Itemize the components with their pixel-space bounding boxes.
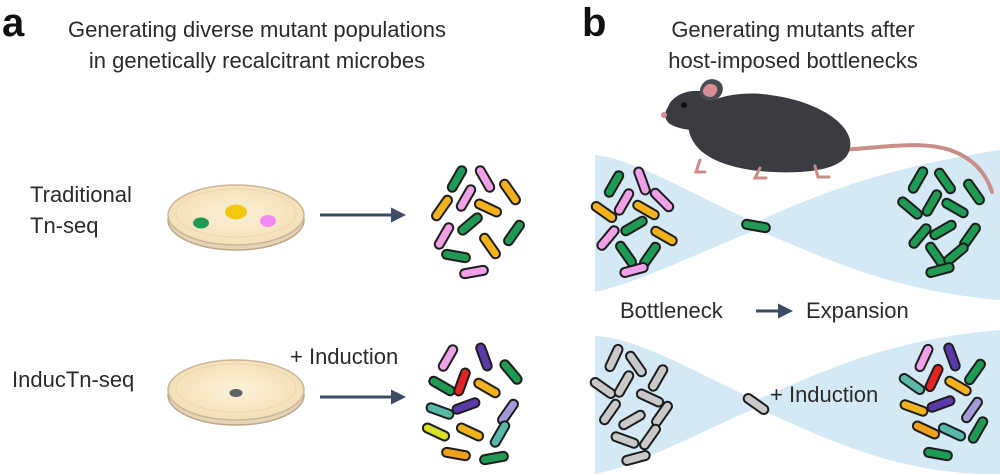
row2-label: InducTn-seq bbox=[12, 367, 134, 392]
row1-label-line2: Tn-seq bbox=[30, 213, 98, 238]
bacterium-rod bbox=[907, 166, 929, 194]
bacterium-rod bbox=[479, 232, 501, 260]
bacterium-rod bbox=[632, 199, 660, 221]
bacterium-rod bbox=[590, 201, 618, 223]
bacterium-rod bbox=[926, 395, 956, 413]
bacterium-rod bbox=[619, 262, 649, 278]
bacterium-rod bbox=[473, 198, 503, 218]
bacterium-rod bbox=[589, 377, 617, 399]
bacterium-rod bbox=[963, 178, 985, 206]
bacterium-rod bbox=[742, 393, 770, 415]
bacterium-rod bbox=[741, 218, 771, 234]
bacterium-rod bbox=[455, 184, 477, 212]
panel-a-letter: a bbox=[2, 1, 25, 45]
row1-label-line1: Traditional bbox=[30, 182, 132, 207]
panel-b-title-line1: Generating mutants after bbox=[671, 17, 914, 42]
bacterium-rod bbox=[613, 188, 635, 216]
bacterium-rod bbox=[610, 431, 640, 449]
bacterium-rod bbox=[604, 343, 624, 373]
pink-colony bbox=[260, 215, 276, 227]
bottleneck-label: Bottleneck bbox=[620, 298, 724, 323]
row2-induction-label: + Induction bbox=[290, 344, 398, 369]
bacterium-rod bbox=[489, 420, 511, 448]
bacterium-rod bbox=[620, 215, 648, 237]
gut-bottleneck-lower bbox=[595, 330, 1000, 474]
bacterium-rod bbox=[914, 343, 934, 373]
bacterium-rod bbox=[650, 225, 678, 247]
mouse-illustration bbox=[661, 79, 994, 194]
mutant-population-inductn bbox=[421, 342, 523, 466]
panel-a-title-line2: in genetically recalcitrant microbes bbox=[89, 48, 425, 73]
bacterium-rod bbox=[944, 375, 972, 397]
bacterium-rod bbox=[503, 219, 525, 247]
bacterium-rod bbox=[446, 165, 468, 193]
yellow-colony bbox=[225, 204, 247, 220]
panel-b-induction-label: + Induction bbox=[770, 382, 878, 407]
bacterium-rod bbox=[459, 264, 489, 280]
bacterium-rod bbox=[457, 212, 483, 236]
bacterium-rod bbox=[923, 446, 953, 462]
bacterium-rod bbox=[633, 166, 651, 196]
bacterium-rod bbox=[596, 225, 620, 251]
bacterium-rod bbox=[599, 398, 621, 426]
bacterium-rod bbox=[603, 170, 625, 198]
bacterium-rod bbox=[499, 178, 521, 206]
bacterium-rod bbox=[639, 423, 661, 451]
bacterium-rod bbox=[499, 359, 523, 385]
post-expansion-population bbox=[897, 166, 985, 278]
expansion-label: Expansion bbox=[806, 298, 909, 323]
bacterium-rod bbox=[908, 223, 932, 249]
bacterium-rod bbox=[618, 409, 646, 431]
bacterium-rod bbox=[934, 167, 956, 195]
bacterium-rod bbox=[475, 342, 493, 372]
bacterium-rod bbox=[441, 248, 471, 264]
bacterium-rod bbox=[967, 416, 989, 444]
pre-bottleneck-population-induction bbox=[589, 343, 770, 466]
bacterium-rod bbox=[897, 196, 923, 220]
bacterium-rod bbox=[929, 219, 957, 241]
petri-dish-traditional bbox=[167, 184, 305, 251]
bacterium-rod bbox=[921, 189, 943, 217]
bacterium-rod bbox=[621, 450, 651, 466]
bacterium-rod bbox=[647, 364, 669, 392]
bacterium-rod bbox=[441, 446, 471, 462]
panel-b-letter: b bbox=[582, 1, 606, 45]
panel-b-title-line2: host-imposed bottlenecks bbox=[668, 48, 917, 73]
mutant-population-traditional bbox=[431, 165, 525, 280]
bacterium-rod bbox=[428, 375, 456, 397]
bacterium-rod bbox=[625, 350, 647, 378]
pre-bottleneck-population bbox=[590, 166, 771, 278]
bacterium-rod bbox=[479, 450, 509, 466]
bacterium-rod bbox=[425, 402, 455, 420]
bacterium-rod bbox=[898, 373, 926, 395]
post-expansion-population-induction bbox=[898, 342, 989, 462]
bacterium-rod bbox=[941, 197, 969, 219]
bacterium-rod bbox=[473, 377, 501, 399]
bacterium-rod bbox=[925, 262, 955, 278]
bacterium-rod bbox=[453, 367, 471, 397]
bacterium-rod bbox=[899, 399, 929, 417]
bacterium-rod bbox=[613, 370, 635, 398]
bacterium-rod bbox=[421, 422, 451, 442]
green-colony bbox=[193, 217, 209, 229]
bacterium-rod bbox=[437, 344, 459, 372]
gut-bottleneck-upper bbox=[595, 150, 1000, 300]
bacterium-rod bbox=[474, 165, 496, 193]
bacterium-rod bbox=[451, 397, 481, 415]
bacterium-rod bbox=[937, 422, 967, 442]
bacterium-rod bbox=[455, 422, 485, 442]
bacterium-rod bbox=[433, 222, 455, 250]
petri-dish-inductn bbox=[167, 359, 305, 426]
bacterium-rod bbox=[961, 396, 983, 424]
panel-a-title-line1: Generating diverse mutant populations bbox=[68, 17, 446, 42]
bacterium-rod bbox=[911, 420, 941, 440]
grey-colony bbox=[229, 389, 243, 397]
bacterium-rod bbox=[964, 358, 986, 386]
bacterium-rod bbox=[943, 342, 961, 372]
bacterium-rod bbox=[924, 363, 944, 393]
bacterium-rod bbox=[649, 187, 675, 213]
bacterium-rod bbox=[431, 194, 453, 222]
